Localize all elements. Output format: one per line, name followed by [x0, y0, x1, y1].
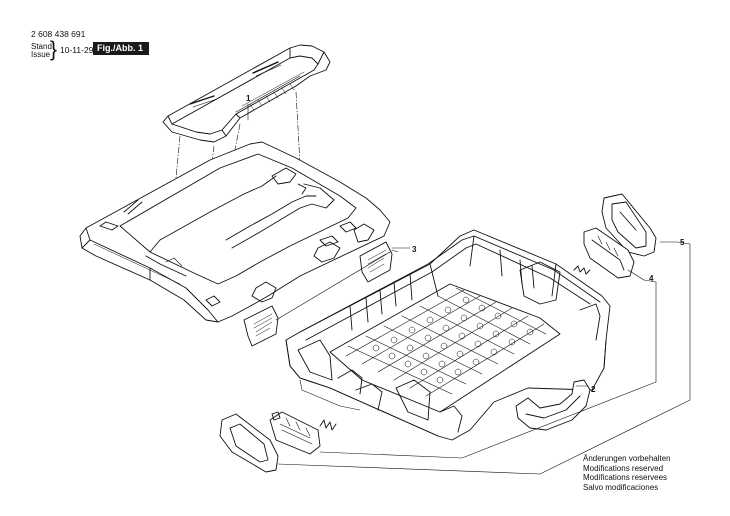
handle-part-top	[162, 44, 331, 143]
callout-2: 2	[591, 385, 596, 394]
side-handle-part-2	[515, 379, 591, 431]
latch-frame-left	[219, 413, 279, 473]
floor-cell-hubs	[372, 296, 534, 384]
callout-1: 1	[246, 94, 251, 103]
box-body	[285, 229, 611, 441]
issue-label: Issue	[31, 50, 51, 59]
callout-leaders	[247, 103, 691, 475]
latch-mechanism-part-4	[573, 227, 635, 279]
note-fr: Modifications reservees	[583, 473, 668, 483]
latch-mechanism-left	[269, 411, 337, 455]
note-es: Salvo modificaciones	[583, 482, 659, 492]
stand-label: Stand	[31, 42, 52, 51]
brace-glyph: }	[50, 38, 58, 61]
issue-date: 10-11-29	[60, 45, 94, 55]
callout-3: 3	[412, 245, 417, 254]
latch-frame-part-5	[601, 193, 657, 257]
note-de: Änderungen vorbehalten	[583, 454, 671, 463]
note-en: Modifications reserved	[583, 463, 664, 473]
figure-label: Fig./Abb. 1	[93, 42, 149, 55]
latch-tab-part-3	[243, 241, 393, 347]
lid-part	[79, 141, 391, 323]
callout-5: 5	[680, 238, 685, 247]
modification-notes: Änderungen vorbehalten Modifications res…	[583, 454, 671, 492]
part-number: 2 608 438 691	[31, 29, 86, 39]
callout-4: 4	[649, 274, 654, 283]
